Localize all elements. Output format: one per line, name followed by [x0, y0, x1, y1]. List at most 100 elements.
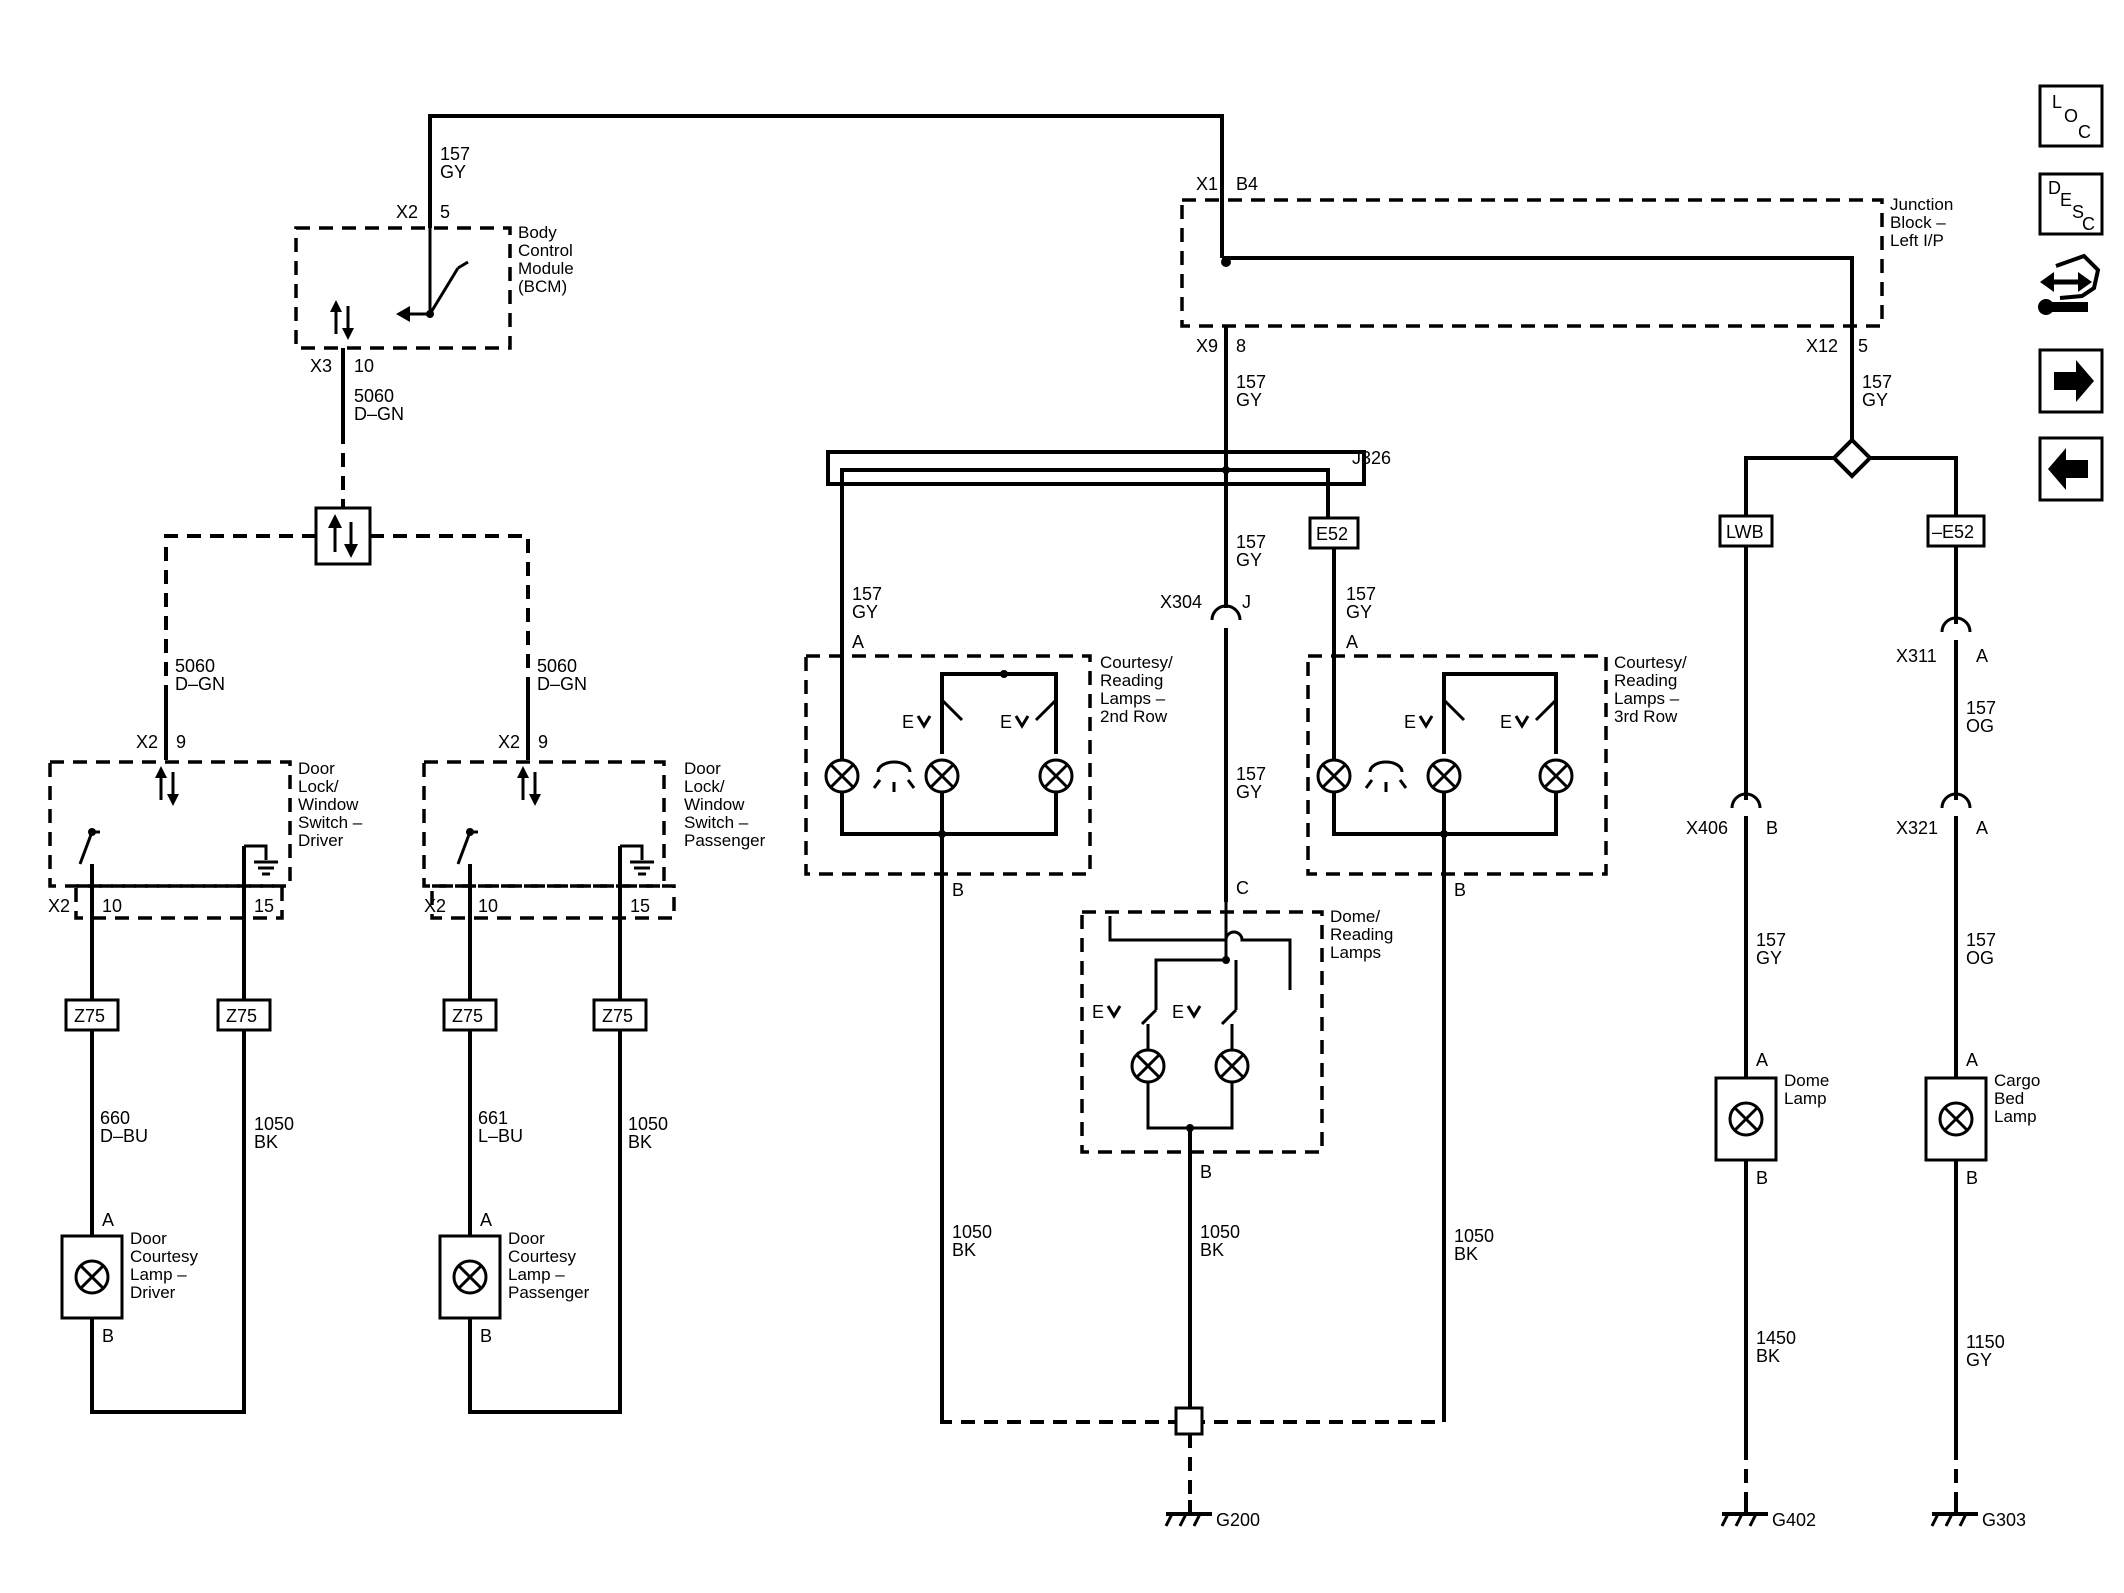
door-lamp-passenger-circuit: 661 L–BU 1050 BK A B Door Courtesy Lamp …	[438, 1030, 668, 1414]
switch-symbol	[940, 674, 1058, 722]
label-options-z75: Z75	[602, 1006, 633, 1026]
label-pins-j: J	[1242, 592, 1251, 612]
label-pins-p15: 15	[630, 896, 650, 916]
label-pins-a: A	[1976, 818, 1988, 838]
svg-text:E: E	[1404, 712, 1416, 732]
label-wires-w1450_bk-0: 1450	[1756, 1328, 1796, 1348]
label-wires-w1050_bk-0: 1050	[254, 1114, 294, 1134]
label-pins-a: A	[852, 632, 864, 652]
label-connectors-x12: X12	[1806, 336, 1838, 356]
label-wires-w157_gy-0: 157	[1756, 930, 1786, 950]
svg-text:E: E	[1172, 1002, 1184, 1022]
next-page-arrow-icon[interactable]	[2038, 348, 2104, 414]
label-wires-w1050_bk-1: BK	[628, 1132, 652, 1152]
label-components-door_switch_driver-0: Door	[298, 759, 335, 778]
label-options-z75: Z75	[74, 1006, 105, 1026]
label-nav-desc-3: C	[2082, 214, 2095, 234]
ground-symbol-icon	[1930, 1500, 1978, 1527]
label-connectors-j326: J326	[1352, 448, 1391, 468]
label-wires-w157_gy-0: 157	[852, 584, 882, 604]
label-wires-w1050_bk-0: 1050	[1200, 1222, 1240, 1242]
label-components-bcm-2: Module	[518, 259, 574, 278]
ground-symbol-icon	[620, 844, 654, 876]
label-pins-b: B	[480, 1326, 492, 1346]
label-components-courtesy_3rd-3: 3rd Row	[1614, 707, 1678, 726]
label-wires-w157_gy-1: GY	[1756, 948, 1782, 968]
lamp-icon	[1728, 1101, 1764, 1137]
label-pins-a: A	[480, 1210, 492, 1230]
label-components-dome_lamp-0: Dome	[1784, 1071, 1829, 1090]
label-components-bcm-0: Body	[518, 223, 557, 242]
label-wires-w1150_gy-1: GY	[1966, 1350, 1992, 1370]
pin-label: 10	[354, 356, 374, 376]
label-components-door_switch_passenger-3: Switch –	[684, 813, 749, 832]
label-pins-p9: 9	[176, 732, 186, 752]
label-wires-w660_dbu-1: D–BU	[100, 1126, 148, 1146]
label-components-door_lamp_driver-3: Driver	[130, 1283, 176, 1302]
dome-feed-wire: 157 GY X304 J 157 GY C	[1160, 532, 1266, 902]
label-wires-w157_gy-1: GY	[1236, 390, 1262, 410]
label-nav-desc-1: E	[2060, 190, 2072, 210]
label-wires-w1450_bk-1: BK	[1756, 1346, 1780, 1366]
lamp-icon	[1538, 758, 1574, 794]
label-pins-p15: 15	[254, 896, 274, 916]
cargo-lamp-circuit: –E52 X311 A 157 OG X321 A 157 OG A Cargo…	[1896, 514, 2040, 1530]
label-components-door_lamp_passenger-2: Lamp –	[508, 1265, 565, 1284]
label-nav-loc-0: L	[2052, 92, 2062, 112]
label-wires-w157_og-0: 157	[1966, 930, 1996, 950]
nav-location-button[interactable]: L O C	[2038, 84, 2104, 148]
label-components-courtesy_2nd-2: Lamps –	[1100, 689, 1166, 708]
label-wires-w5060_dgn-1: D–GN	[537, 674, 587, 694]
label-components-cargo_lamp-1: Bed	[1994, 1089, 2024, 1108]
ground-symbol-icon	[1164, 1500, 1212, 1527]
label-components-dome_reading-1: Reading	[1330, 925, 1393, 944]
splice-arrows-icon	[328, 514, 358, 558]
label-nav-desc-2: S	[2072, 202, 2084, 222]
previous-page-arrow-icon[interactable]	[2038, 436, 2104, 502]
svg-text:E: E	[1092, 1002, 1104, 1022]
splice-pack-j326: J326	[826, 448, 1391, 700]
label-components-dome_reading-0: Dome/	[1330, 907, 1380, 926]
label-components-courtesy_2nd-1: Reading	[1100, 671, 1163, 690]
label-pins-b: B	[1766, 818, 1778, 838]
pin-label: 5	[440, 202, 450, 222]
wire-num: 157	[440, 144, 470, 164]
label-grounds-g303: G303	[1982, 1510, 2026, 1530]
label-connectors-x2: X2	[48, 896, 70, 916]
bcm-switch-symbol	[396, 228, 469, 322]
label-components-courtesy_2nd-0: Courtesy/	[1100, 653, 1173, 672]
label-pins-b: B	[952, 880, 964, 900]
label-wires-w157_og-0: 157	[1966, 698, 1996, 718]
label-connectors-x311: X311	[1896, 646, 1937, 666]
lamp-icon	[1938, 1101, 1974, 1137]
label-wires-w157_gy-1: GY	[1346, 602, 1372, 622]
label-components-courtesy_3rd-1: Reading	[1614, 671, 1677, 690]
label-wires-w157_gy-1: GY	[1236, 782, 1262, 802]
nav-description-button[interactable]: D E S C	[2038, 172, 2104, 236]
label-pins-a: A	[1346, 632, 1358, 652]
label-wires-w660_dbu-0: 660	[100, 1108, 130, 1128]
label-pins-c: C	[1236, 878, 1249, 898]
lamp-icon	[1316, 758, 1352, 794]
label-nav-loc-2: C	[2078, 122, 2091, 142]
option-z75-group: Z75 Z75 Z75 Z75	[64, 998, 648, 1032]
connector-view-icon[interactable]	[2038, 253, 2101, 315]
junction-block-left-ip: X1 B4 X9 8 X12 5 Junction Block – Left I…	[1180, 174, 1953, 356]
label-pins-a: A	[102, 1210, 114, 1230]
connector-label: X3	[310, 356, 332, 376]
label-components-courtesy_3rd-0: Courtesy/	[1614, 653, 1687, 672]
label-components-courtesy_2nd-3: 2nd Row	[1100, 707, 1168, 726]
label-components-junction_block-1: Block –	[1890, 213, 1946, 232]
label-components-dome_lamp-1: Lamp	[1784, 1089, 1827, 1108]
bidirectional-arrows-icon	[330, 300, 354, 340]
label-pins-b: B	[1454, 880, 1466, 900]
switch-symbol	[456, 828, 478, 865]
svg-text:E: E	[1500, 712, 1512, 732]
label-nav-desc-0: D	[2048, 178, 2061, 198]
label-components-door_switch_passenger-0: Door	[684, 759, 721, 778]
label-pins-p8: 8	[1236, 336, 1246, 356]
label-wires-w5060_dgn-1: D–GN	[175, 674, 225, 694]
label-components-door_lamp_driver-0: Door	[130, 1229, 167, 1248]
lamp-icon	[1426, 758, 1462, 794]
